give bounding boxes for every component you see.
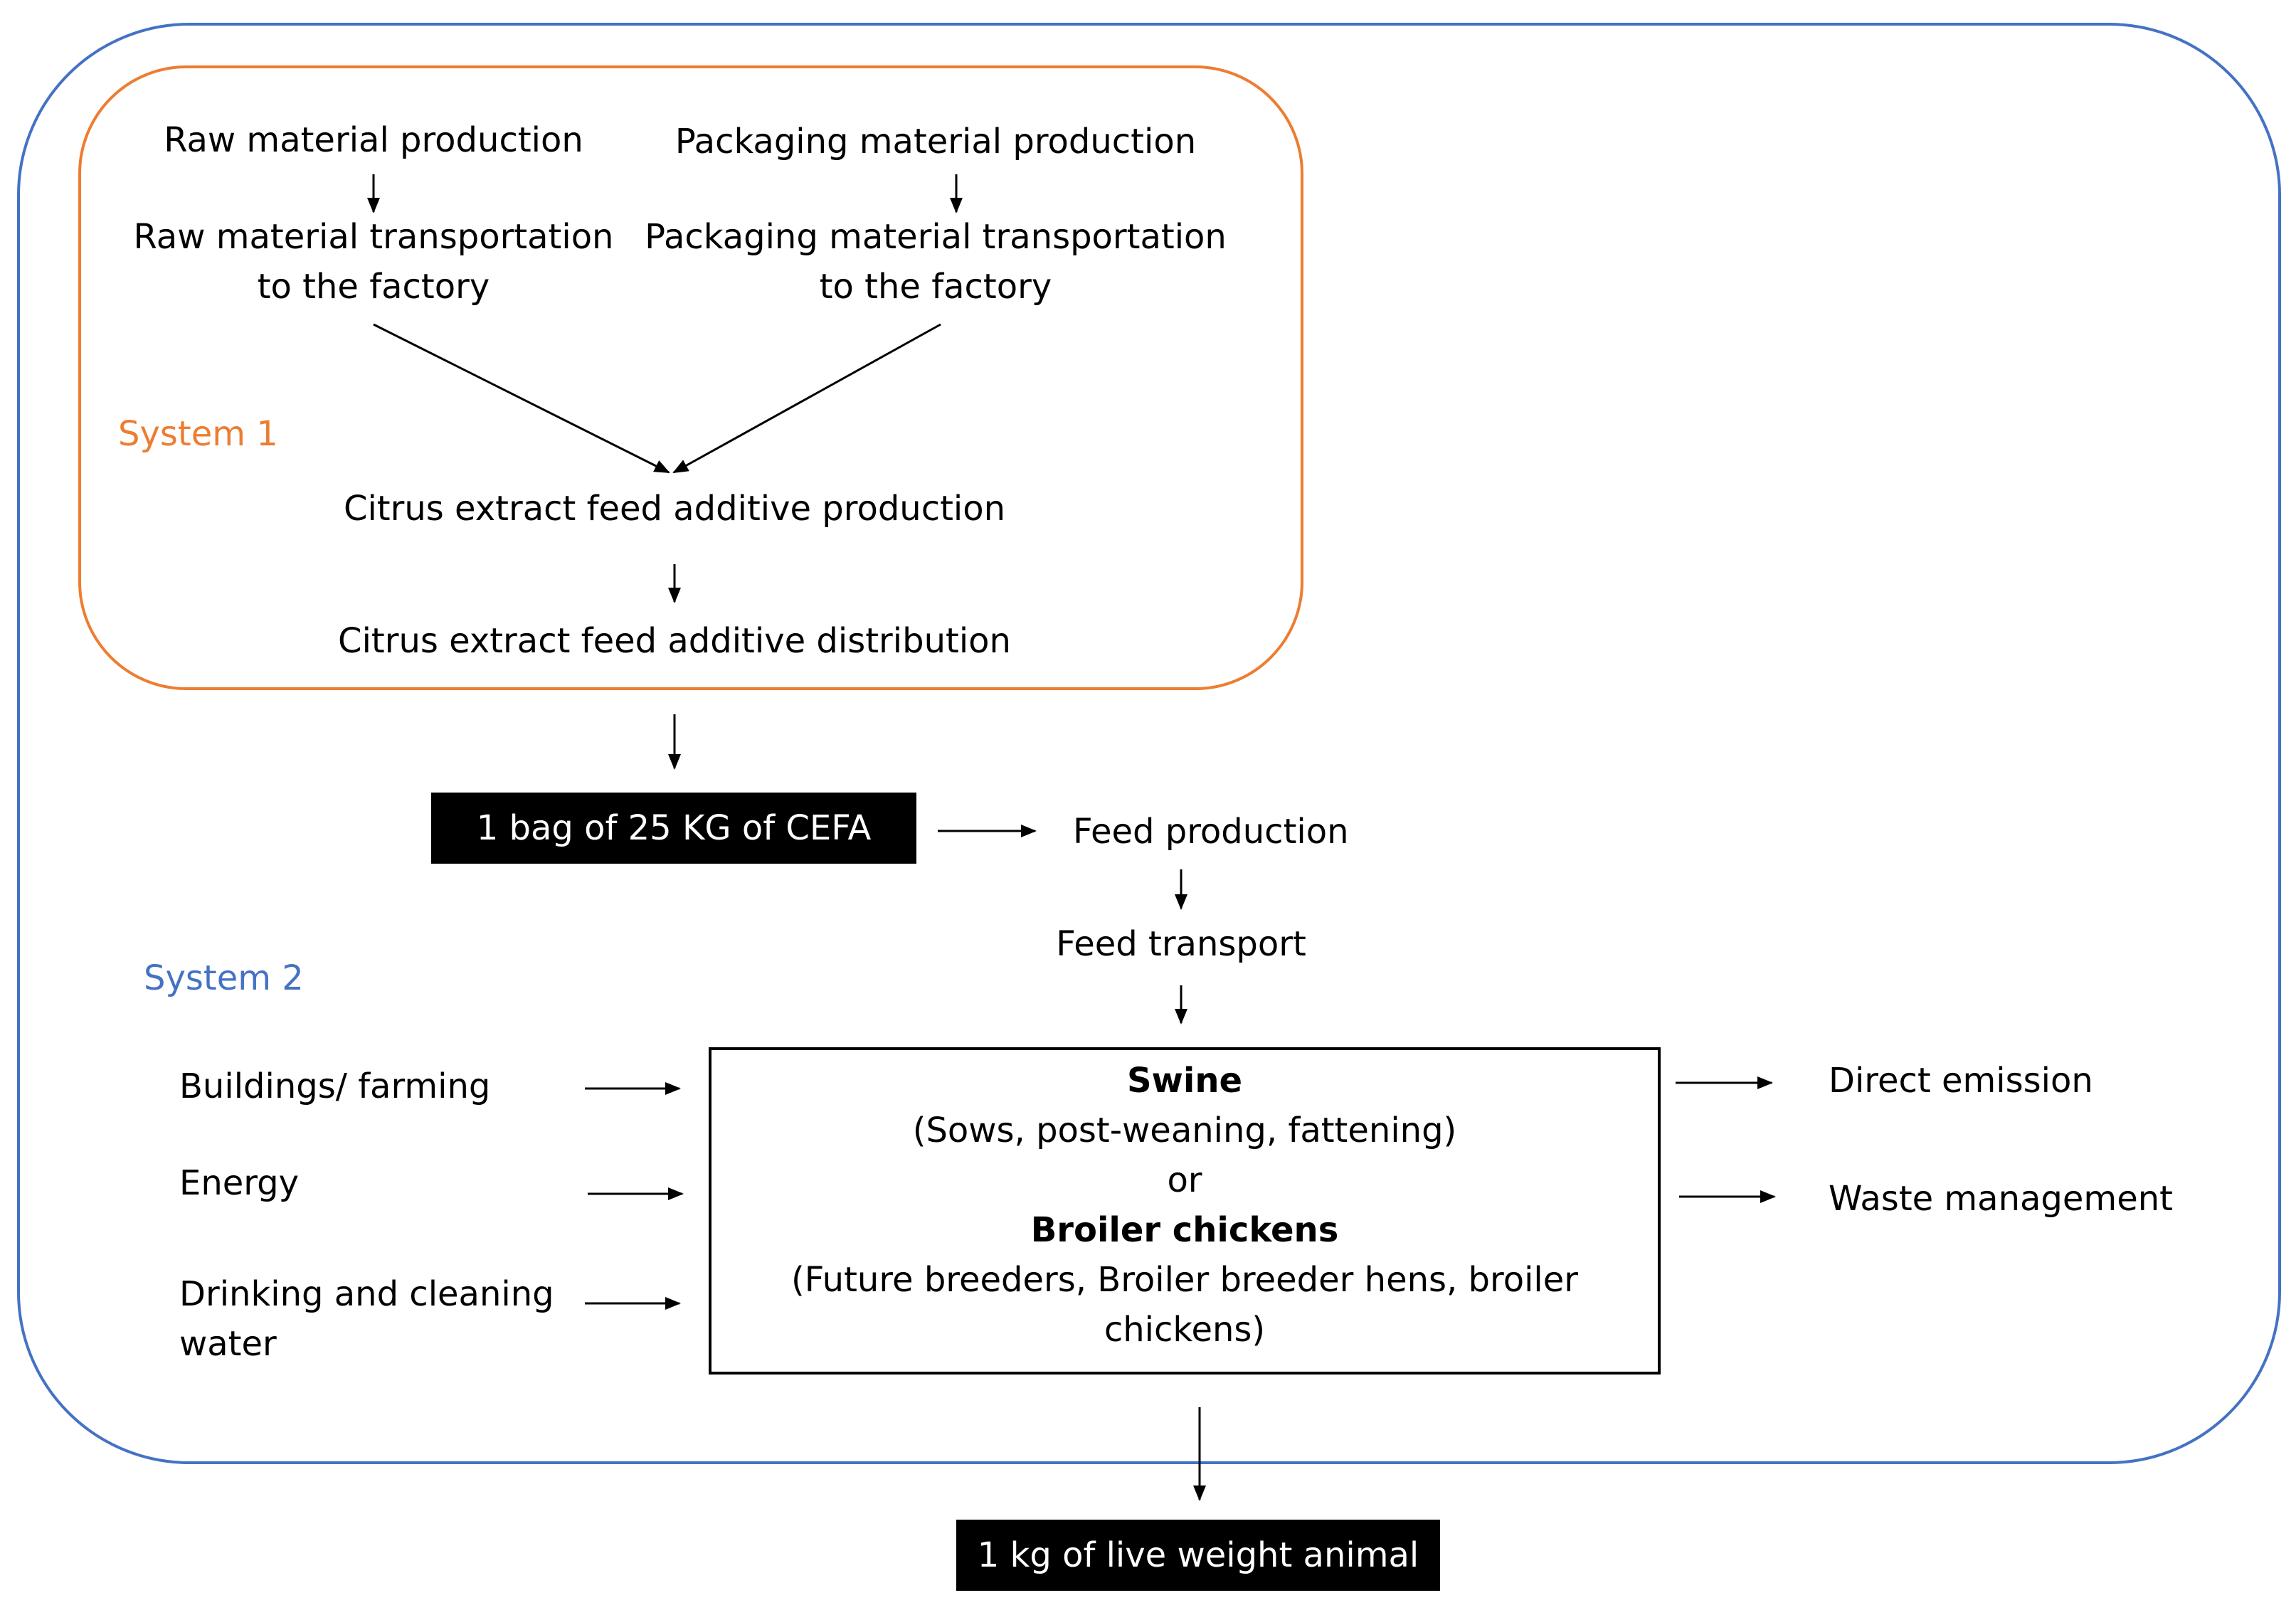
result-box: 1 kg of live weight animal (956, 1520, 1440, 1591)
cefa-bag-label: 1 bag of 25 KG of CEFA (476, 808, 872, 848)
cefa-bag-box: 1 bag of 25 KG of CEFA (431, 793, 916, 864)
raw-material-production: Raw material production (164, 120, 583, 160)
broiler-title: Broiler chickens (1030, 1210, 1339, 1250)
additive-production: Citrus extract feed additive production (343, 489, 1006, 529)
arrow-pack-transport-to-additive (672, 323, 941, 474)
raw-transport-line2: to the factory (257, 267, 490, 307)
raw-transport-line1: Raw material transportation (133, 217, 614, 257)
system2-boundary (17, 23, 2281, 1464)
input-water-line1: Drinking and cleaning (179, 1274, 554, 1314)
feed-production: Feed production (1073, 812, 1349, 852)
input-water: Drinking and cleaning water (179, 1269, 554, 1369)
input-buildings: Buildings/ farming (179, 1066, 491, 1106)
output-waste-management: Waste management (1829, 1179, 2173, 1219)
swine-detail: (Sows, post-weaning, fattening) (912, 1111, 1457, 1150)
pack-transport-line2: to the factory (819, 267, 1052, 307)
broiler-detail-line1: (Future breeders, Broiler breeder hens, … (790, 1260, 1579, 1300)
input-energy: Energy (179, 1163, 300, 1203)
result-label: 1 kg of live weight animal (977, 1535, 1419, 1575)
pack-transport-line1: Packaging material transportation (645, 217, 1227, 257)
additive-distribution: Citrus extract feed additive distributio… (338, 621, 1011, 661)
system2-label: System 2 (144, 958, 304, 998)
broiler-detail-line2: chickens) (1104, 1310, 1266, 1350)
packaging-material-production: Packaging material production (674, 122, 1197, 161)
packaging-material-transport: Packaging material transportation to the… (640, 212, 1231, 312)
swine-title: Swine (1126, 1061, 1243, 1101)
system1-boundary (78, 65, 1303, 690)
animal-box: Swine (Sows, post-weaning, fattening) or… (709, 1047, 1661, 1375)
arrow-raw-transport-to-additive (373, 323, 670, 474)
input-water-line2: water (179, 1324, 277, 1364)
system1-label: System 1 (118, 414, 278, 454)
raw-material-transport: Raw material transportation to the facto… (117, 212, 630, 312)
feed-transport: Feed transport (1056, 924, 1306, 964)
output-direct-emission: Direct emission (1829, 1061, 2093, 1101)
or-text: or (1167, 1160, 1202, 1200)
